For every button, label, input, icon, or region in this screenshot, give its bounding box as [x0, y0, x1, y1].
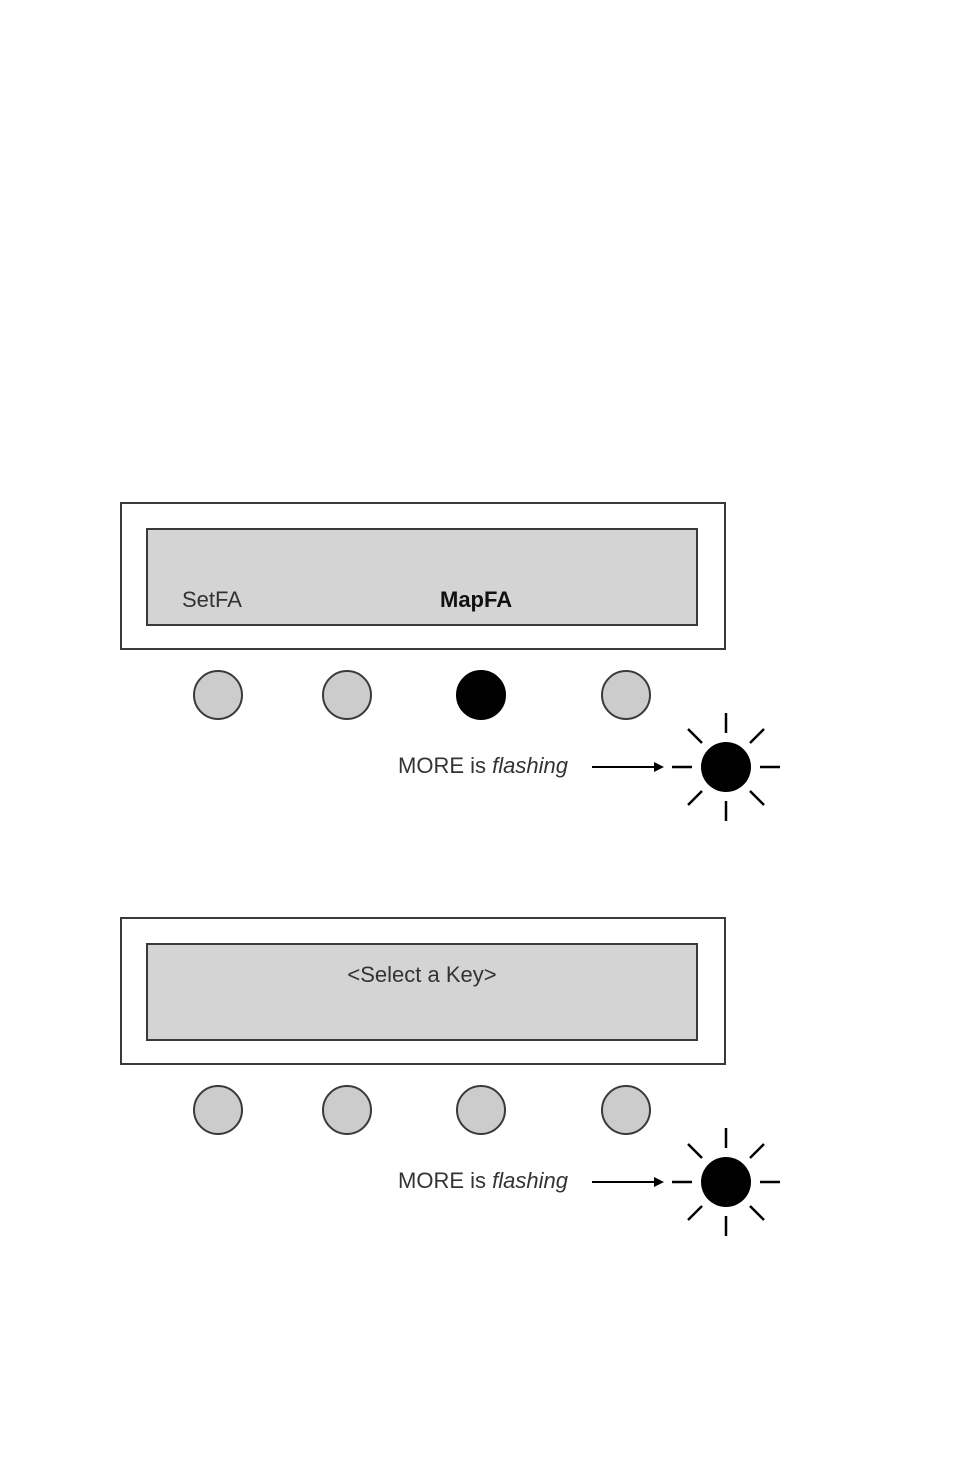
softkey-label-mapfa: MapFA [440, 587, 512, 613]
softkey-button-2[interactable] [322, 1085, 372, 1135]
more-indicator-caption: MORE is flashing [398, 1168, 568, 1194]
pointer-arrow [592, 762, 664, 772]
caption-emphasis: flashing [492, 1168, 568, 1193]
softkey-button-3[interactable] [456, 1085, 506, 1135]
caption-prefix: MORE is [398, 1168, 492, 1193]
lcd-screen: SetFA MapFA [146, 528, 698, 626]
more-indicator [586, 707, 786, 827]
flashing-light-icon [672, 1128, 780, 1236]
softkey-button-3-pressed[interactable] [456, 670, 506, 720]
more-indicator-caption: MORE is flashing [398, 753, 568, 779]
softkey-button-1[interactable] [193, 670, 243, 720]
display-panel-1: SetFA MapFA MORE is flashing [0, 495, 954, 855]
display-panel-2: <Select a Key> MORE is flashing [0, 910, 954, 1270]
caption-prefix: MORE is [398, 753, 492, 778]
more-indicator [586, 1122, 786, 1242]
pointer-arrow [592, 1177, 664, 1187]
screen-prompt: <Select a Key> [148, 962, 696, 988]
caption-emphasis: flashing [492, 753, 568, 778]
softkey-label-setfa: SetFA [182, 587, 242, 613]
softkey-button-1[interactable] [193, 1085, 243, 1135]
softkey-button-2[interactable] [322, 670, 372, 720]
flashing-light-icon [672, 713, 780, 821]
lcd-screen: <Select a Key> [146, 943, 698, 1041]
